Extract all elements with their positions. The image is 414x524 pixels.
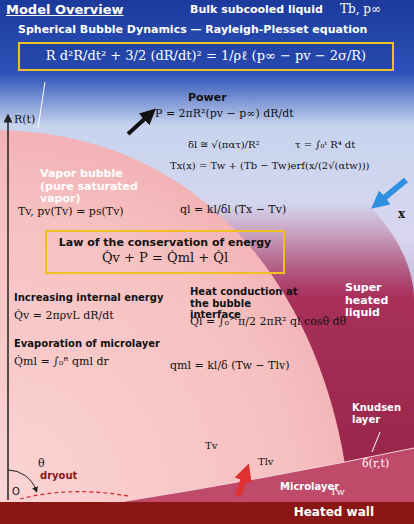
equation: τ = ∫₀ᵗ R⁴ dt: [295, 139, 355, 151]
layer-label: Knudsen layer: [352, 402, 410, 425]
equation: Tx(x) = Tw + (Tb − Tw)erf(x/(2√(αtw))): [170, 160, 369, 172]
diagram-title: Model Overview: [6, 3, 123, 18]
region-label: Bulk subcooled liquid: [190, 4, 323, 17]
region-label: Super heated liquid: [345, 282, 409, 320]
region-label: dryout: [40, 470, 77, 482]
section-heading: Spherical Bubble Dynamics — Rayleigh-Ple…: [18, 24, 367, 37]
origin-label: O: [12, 486, 20, 498]
symbol-label: δ(r,t): [362, 458, 389, 471]
equation: qml = kl/δ (Tw − Tlv): [170, 360, 289, 373]
node-body: Q̇v + P = Q̇ml + Q̇l: [55, 250, 275, 267]
equation-box: R d²R/dt² + 3/2 (dR/dt)² = 1/ρℓ (p∞ − pv…: [18, 42, 394, 71]
node-text: R d²R/dt² + 3/2 (dR/dt)² = 1/ρℓ (p∞ − pv…: [28, 48, 384, 65]
symbol-label: Tb, p∞: [340, 3, 381, 17]
symbol-label: Tw: [330, 486, 345, 498]
equation: Q̇ml = ∫₀ᴿ qml dr: [14, 356, 109, 369]
node-text: Heated wall: [6, 505, 374, 521]
node-text: Law of the conservation of energy: [55, 236, 275, 250]
process-label: Increasing internal energy: [14, 292, 163, 304]
angle-label: θ: [38, 458, 45, 471]
process-label: Evaporation of microlayer: [14, 338, 160, 350]
symbol-label: Tlv: [258, 456, 274, 468]
symbol-label: Tv: [205, 440, 217, 452]
axis-label: x: [398, 208, 405, 222]
equation: Tv, pv(Tv) = ps(Tv): [18, 206, 124, 219]
equation: P = 2πR²(pv − p∞) dR/dt: [155, 108, 294, 121]
heated-wall-band: Heated wall: [0, 502, 414, 524]
equation: Q̇l = ∫₀^π/2 2πR² ql cosθ dθ: [190, 316, 346, 329]
region-label: Vapor bubble (pure saturated vapor): [40, 168, 160, 206]
equation: ql = kl/δl (Tx − Tv): [180, 204, 286, 217]
equation: δl ≅ √(πατ)/R²: [188, 139, 260, 151]
quantity-name: Power: [188, 92, 227, 105]
axis-label: R(t): [14, 114, 35, 127]
equation: Q̇v = 2πρvL dR/dt: [14, 310, 114, 323]
energy-balance-box: Law of the conservation of energyQ̇v + P…: [45, 230, 285, 274]
